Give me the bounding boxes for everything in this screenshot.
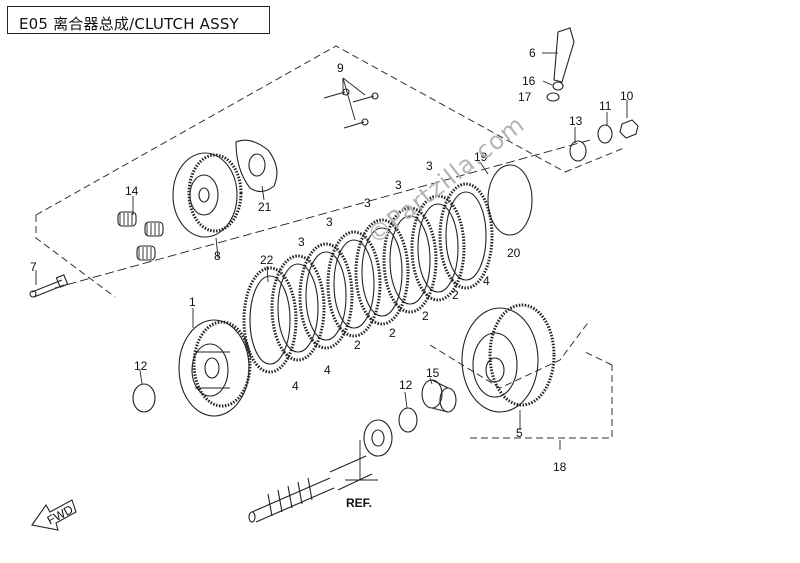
fwd-arrow-icon: FWD (31, 499, 77, 531)
washer-11-part (597, 124, 613, 144)
callout-13: 13 (569, 114, 583, 128)
callout-3: 3 (298, 235, 305, 249)
washer-right-part (398, 407, 418, 433)
wire-ring-part (487, 164, 533, 236)
callout-22: 22 (260, 253, 274, 267)
callout-2: 2 (389, 326, 396, 340)
callout-12-left: 12 (134, 359, 148, 373)
clutch-plates-stack (242, 182, 494, 374)
callout-19: 19 (474, 150, 488, 164)
ring-17-part (546, 92, 560, 102)
callout-6: 6 (529, 46, 536, 60)
callout-9: 9 (337, 61, 344, 75)
callout-2: 2 (354, 338, 361, 352)
leader-lines (35, 52, 628, 481)
callout-7: 7 (30, 260, 37, 274)
clutch-hub-part (178, 319, 252, 417)
washer-13-part (569, 140, 587, 162)
callout-2: 2 (452, 288, 459, 302)
bushing-part (421, 379, 457, 413)
push-rod-part (29, 274, 69, 298)
page-title: E05 离合器总成/CLUTCH ASSY (19, 15, 239, 33)
callout-12-right: 12 (399, 378, 413, 392)
callout-18: 18 (553, 460, 567, 474)
callout-3: 3 (364, 196, 371, 210)
callout-14: 14 (125, 184, 139, 198)
callout-20: 20 (507, 246, 521, 260)
callout-4: 4 (483, 274, 490, 288)
callout-3: 3 (426, 159, 433, 173)
center-axis-line (54, 139, 591, 289)
callout-5: 5 (516, 426, 523, 440)
title-box: E05 离合器总成/CLUTCH ASSY (7, 6, 270, 34)
lifter-arm-part (552, 27, 575, 91)
main-shaft-part (248, 455, 373, 523)
callout-2: 2 (422, 309, 429, 323)
fwd-label: FWD (45, 502, 76, 527)
callout-10: 10 (620, 89, 634, 103)
lifter-plate-part (235, 139, 278, 193)
washer-left-part (132, 383, 156, 413)
callout-4: 4 (324, 363, 331, 377)
assembly-outline (35, 45, 625, 439)
callout-21: 21 (258, 200, 272, 214)
clutch-housing-part (461, 303, 556, 413)
bolts-part (323, 88, 379, 129)
pressure-plate-part (172, 152, 243, 238)
ref-label: REF. (346, 496, 372, 510)
callout-1: 1 (189, 295, 196, 309)
clutch-springs-part (117, 211, 164, 261)
callout-16: 16 (522, 74, 536, 88)
bearing-part (363, 419, 393, 457)
callout-8: 8 (214, 249, 221, 263)
callout-3: 3 (395, 178, 402, 192)
callout-17: 17 (518, 90, 532, 104)
callout-3: 3 (326, 215, 333, 229)
callout-15: 15 (426, 366, 440, 380)
callout-11: 11 (599, 99, 612, 113)
callout-4: 4 (292, 379, 299, 393)
nut-part (619, 119, 639, 139)
